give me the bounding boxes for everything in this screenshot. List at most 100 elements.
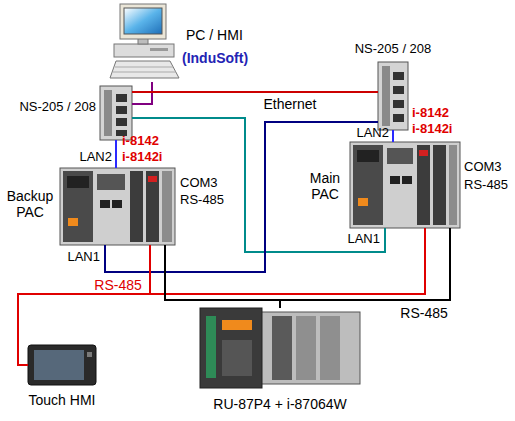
pac-chassis bbox=[60, 168, 175, 245]
device-caption: NS-205 / 208 bbox=[355, 42, 432, 57]
switch-icon bbox=[378, 62, 408, 130]
port-label: LAN2 bbox=[356, 126, 389, 141]
pac-port bbox=[390, 176, 400, 184]
port-label: i-8142i bbox=[412, 122, 452, 137]
touch-hmi-icon bbox=[28, 345, 96, 385]
hmi-frame bbox=[28, 345, 96, 385]
device-node: NS-205 / 208 bbox=[378, 62, 408, 130]
port-label: RS-485 bbox=[464, 178, 508, 193]
switch-icon bbox=[100, 86, 132, 140]
pc-screen bbox=[124, 8, 162, 34]
edge-label: Ethernet bbox=[262, 96, 319, 112]
hmi-button bbox=[87, 352, 92, 357]
cable-connector bbox=[105, 122, 378, 272]
device-node: NS-205 / 208 bbox=[100, 86, 132, 140]
cable-connector bbox=[18, 245, 150, 365]
pac-cpu bbox=[353, 145, 383, 225]
switch-port bbox=[393, 72, 404, 80]
device-caption: Touch HMI bbox=[29, 392, 96, 408]
cable-connector bbox=[115, 140, 117, 168]
switch-port bbox=[393, 100, 404, 108]
pac-display bbox=[357, 150, 379, 162]
edge-label: RS-485 bbox=[92, 277, 143, 293]
pac-slot bbox=[130, 171, 143, 242]
port-label: i-8142 bbox=[412, 106, 449, 121]
expansion-unit-icon bbox=[200, 308, 360, 388]
pac-sticker bbox=[68, 218, 78, 226]
pac-slot bbox=[417, 145, 430, 225]
pac-slot bbox=[433, 145, 446, 225]
pac-icon bbox=[350, 142, 460, 228]
pac-chassis bbox=[350, 142, 460, 228]
pac-sticker bbox=[358, 198, 368, 206]
pac-module-led bbox=[148, 176, 157, 182]
rack-terminal bbox=[206, 316, 216, 378]
port-label: COM3 bbox=[180, 176, 218, 191]
rack-module bbox=[200, 308, 262, 388]
pc-case bbox=[114, 44, 174, 57]
device-caption: NS-205 / 208 bbox=[19, 100, 96, 115]
rack-sticker bbox=[222, 320, 252, 330]
pac-port bbox=[112, 200, 122, 208]
device-caption: Main PAC bbox=[301, 170, 349, 202]
switch-port bbox=[393, 86, 404, 94]
port-label: LAN1 bbox=[347, 232, 380, 247]
pac-port bbox=[402, 176, 412, 184]
device-node: Backup PAC bbox=[60, 168, 175, 245]
port-label: LAN1 bbox=[67, 250, 100, 265]
device-node: Touch HMI bbox=[28, 345, 96, 385]
device-node: RU-87P4 + i-87064W bbox=[200, 308, 360, 388]
rack-slot bbox=[320, 316, 340, 380]
pac-module-led bbox=[419, 150, 428, 156]
switch-body bbox=[378, 62, 408, 130]
rack-slot bbox=[272, 316, 292, 380]
pac-cpu bbox=[63, 171, 93, 242]
pc-drive bbox=[150, 48, 168, 51]
device-node: Main PAC bbox=[350, 142, 460, 228]
pac-display bbox=[67, 176, 89, 188]
pc-key-row bbox=[113, 72, 176, 73]
pac-panel bbox=[97, 174, 125, 190]
pac-slot bbox=[449, 145, 457, 225]
rack-panel bbox=[222, 340, 252, 376]
port-label: LAN2 bbox=[79, 150, 112, 165]
device-node: PC / HMI(InduSoft) bbox=[110, 2, 180, 82]
rack-body bbox=[260, 312, 360, 384]
pac-icon bbox=[60, 168, 175, 245]
port-label: i-8142 bbox=[122, 134, 159, 149]
cable-connector bbox=[165, 245, 280, 308]
switch-port bbox=[116, 106, 127, 114]
pc-key-row bbox=[115, 67, 173, 68]
device-caption: (InduSoft) bbox=[182, 50, 248, 66]
switch-face bbox=[104, 90, 112, 136]
cable-connector bbox=[392, 130, 394, 142]
pac-panel bbox=[387, 148, 413, 164]
switch-body bbox=[100, 86, 132, 140]
switch-port bbox=[116, 118, 127, 126]
pc-monitor bbox=[120, 4, 166, 39]
cable-connector bbox=[132, 91, 378, 93]
cable-connector bbox=[18, 228, 425, 365]
device-caption: RU-87P4 + i-87064W bbox=[213, 396, 346, 412]
pc-icon bbox=[110, 4, 179, 78]
switch-face bbox=[382, 66, 390, 126]
switch-port bbox=[116, 94, 127, 102]
port-label: i-8142i bbox=[122, 150, 162, 165]
port-label: COM3 bbox=[464, 160, 502, 175]
rack-slot bbox=[296, 316, 316, 380]
device-caption: Backup PAC bbox=[2, 188, 58, 220]
edge-label: RS-485 bbox=[398, 305, 449, 321]
cable-connector bbox=[132, 118, 385, 252]
port-label: RS-485 bbox=[180, 193, 224, 208]
hmi-screen bbox=[34, 350, 84, 380]
device-caption: PC / HMI bbox=[186, 27, 243, 43]
pac-port bbox=[100, 200, 110, 208]
pac-slot bbox=[146, 171, 159, 242]
switch-port bbox=[393, 114, 404, 122]
pac-slot bbox=[162, 171, 172, 242]
